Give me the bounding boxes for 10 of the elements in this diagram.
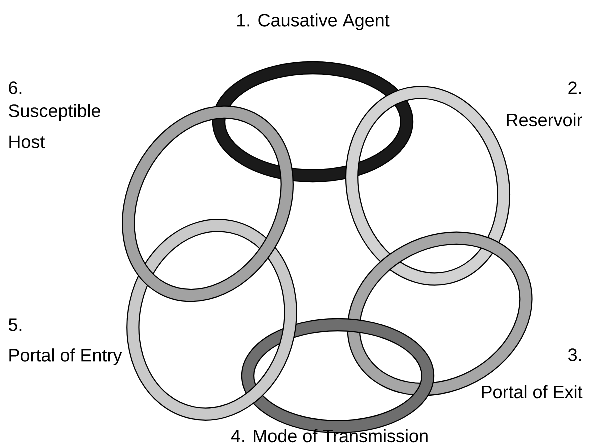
ring-label: 5. <box>8 318 22 332</box>
ring-label: Reservoir <box>507 113 582 127</box>
ring-label: 6. <box>9 82 22 94</box>
ring-label: 1. Causative Agent <box>237 14 390 30</box>
ring-label: 2. <box>568 82 582 94</box>
ring-label: Portal of Entry <box>10 348 122 366</box>
ring-label: 4. Mode of Transmission <box>231 429 428 443</box>
ring-label: 3. <box>568 348 582 362</box>
ring-label: Susceptible Host <box>9 104 100 148</box>
ring-label: Portal of Exit <box>482 385 583 399</box>
